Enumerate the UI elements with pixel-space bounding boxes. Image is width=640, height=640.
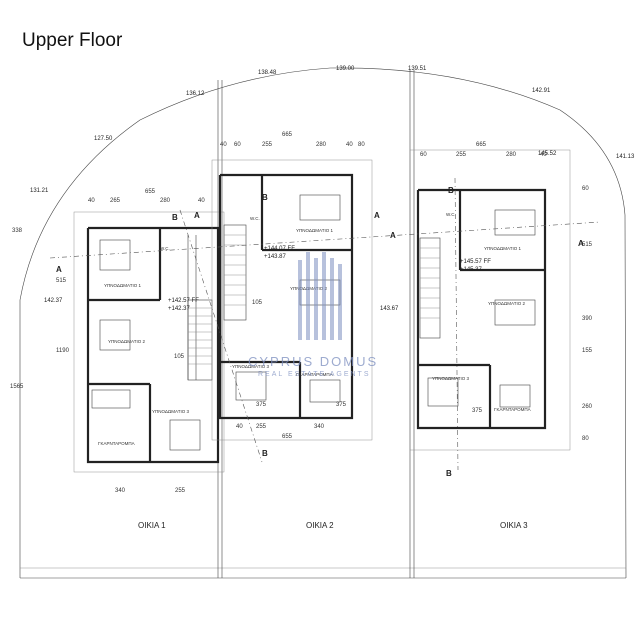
dimension: 515: [582, 242, 593, 248]
dimension: 60: [234, 142, 241, 148]
dimension: 375: [472, 408, 483, 414]
dimension: 40: [220, 142, 227, 148]
dimension: 255: [456, 152, 467, 158]
watermark-logo-icon: [298, 252, 342, 340]
dimension: 390: [582, 316, 593, 322]
dimension: 655: [282, 434, 293, 440]
dimension: 255: [262, 142, 273, 148]
site-level: 141.13: [616, 154, 635, 160]
stair: [223, 224, 247, 321]
dimension: 655: [145, 189, 156, 195]
floor-level: +142.37: [168, 306, 191, 312]
stair: [419, 237, 441, 339]
dimension: 1190: [56, 348, 70, 354]
floor-level: +144.07 FF: [264, 246, 295, 252]
floor-level: +142.57 FF: [168, 298, 199, 304]
dimension: 375: [336, 402, 347, 408]
section-marker-a: A: [56, 265, 62, 274]
room-label: ΥΠΝΟΔΩΜΑΤΙΟ 2: [108, 339, 145, 344]
dimension: 40: [236, 424, 243, 430]
room-label: W.C.: [250, 216, 260, 221]
dimension: 80: [582, 436, 589, 442]
house-3: ΥΠΝΟΔΩΜΑΤΙΟ 1 ΥΠΝΟΔΩΜΑΤΙΟ 2 ΥΠΝΟΔΩΜΑΤΙΟ …: [409, 142, 593, 530]
section-marker-a: A: [578, 239, 584, 248]
site-level: 145.52: [538, 151, 557, 157]
site-level: 139.51: [408, 66, 427, 72]
room-label: W.C.: [160, 246, 170, 251]
section-marker-b: B: [448, 186, 454, 195]
dimension: 280: [316, 142, 327, 148]
section-marker-a: A: [194, 211, 200, 220]
dimension: 340: [115, 488, 126, 494]
dimension: 40: [88, 198, 95, 204]
room-label: ΥΠΝΟΔΩΜΑΤΙΟ 1: [296, 228, 333, 233]
site-level: 142.91: [532, 88, 551, 94]
dimension: 105: [252, 300, 263, 306]
room-label: ΥΠΝΟΔΩΜΑΤΙΟ 3: [152, 409, 189, 414]
room-label: ΥΠΝΟΔΩΜΑΤΙΟ 1: [104, 283, 141, 288]
dimension: 40: [540, 152, 547, 158]
room-label: ΥΠΝΟΔΩΜΑΤΙΟ 3: [232, 364, 269, 369]
room-label: W.C.: [446, 212, 456, 217]
room-label: ΥΠΝΟΔΩΜΑΤΙΟ 1: [484, 246, 521, 251]
dimension: 265: [110, 198, 121, 204]
stair: [187, 299, 213, 381]
dimension: 1565: [10, 384, 24, 390]
dimension: 340: [314, 424, 325, 430]
house-label: OIKIA 3: [500, 521, 528, 530]
floor-level: +145.57 FF: [460, 259, 491, 265]
dimension: 375: [256, 402, 267, 408]
dimension: 665: [476, 142, 487, 148]
dimension: 40: [346, 142, 353, 148]
house-label: OIKIA 1: [138, 521, 166, 530]
dimension: 260: [582, 404, 593, 410]
house-label: OIKIA 2: [306, 521, 334, 530]
room-label: ΥΠΝΟΔΩΜΑΤΙΟ 3: [432, 376, 469, 381]
site-level: 127.50: [94, 136, 113, 142]
watermark-name: CYPRUS DOMUS: [248, 354, 378, 369]
dimension: 60: [582, 186, 589, 192]
room-label: ΥΠΝΟΔΩΜΑΤΙΟ 2: [488, 301, 525, 306]
floor-level: +143.87: [264, 254, 287, 260]
section-marker-b: B: [262, 449, 268, 458]
section-marker-b: B: [262, 193, 268, 202]
site-level: 143.67: [380, 306, 399, 312]
watermark-tagline: REAL ESTATE AGENTS: [258, 371, 371, 378]
dimension: 105: [174, 354, 185, 360]
site-level: 142.37: [44, 298, 63, 304]
section-marker-a: A: [374, 211, 380, 220]
dimension: 60: [420, 152, 427, 158]
dimension: 280: [160, 198, 171, 204]
dimension: 40: [198, 198, 205, 204]
room-label: ΓΚΑΡΝΤΑΡΟΜΠΑ: [98, 441, 135, 446]
dimension: 280: [506, 152, 517, 158]
house-2: ΥΠΝΟΔΩΜΑΤΙΟ 1 ΥΠΝΟΔΩΜΑΤΙΟ 2 ΥΠΝΟΔΩΜΑΤΙΟ …: [211, 132, 373, 530]
page-title: Upper Floor: [22, 30, 123, 51]
site-level: 136.12: [186, 91, 205, 97]
room-label: ΓΚΑΡΝΤΑΡΟΜΠΑ: [494, 407, 531, 412]
watermark: CYPRUS DOMUS REAL ESTATE AGENTS: [248, 252, 378, 378]
site-level-markers: 127.50 131.21 136.12 138.48 139.00 139.5…: [30, 66, 635, 312]
dimension: 515: [56, 278, 67, 284]
section-marker-b: B: [446, 469, 452, 478]
floor-level: +145.37: [460, 267, 483, 273]
dimension: 255: [175, 488, 186, 494]
house-1: ΥΠΝΟΔΩΜΑΤΙΟ 1 ΥΠΝΟΔΩΜΑΤΙΟ 2 ΥΠΝΟΔΩΜΑΤΙΟ …: [10, 189, 225, 530]
section-marker-a: A: [390, 231, 396, 240]
dimension: 80: [358, 142, 365, 148]
site-level: 138.48: [258, 70, 277, 76]
dimension: 338: [12, 228, 23, 234]
dimension: 255: [256, 424, 267, 430]
room-label: ΓΚΑΡΝΤΑΡΟΜΠΑ: [296, 372, 333, 377]
dimension: 665: [282, 132, 293, 138]
dimension: 155: [582, 348, 593, 354]
site-level: 139.00: [336, 66, 355, 72]
section-lines: A A A A A B B B B B: [49, 177, 601, 478]
section-marker-b: B: [172, 213, 178, 222]
site-level: 131.21: [30, 188, 49, 194]
